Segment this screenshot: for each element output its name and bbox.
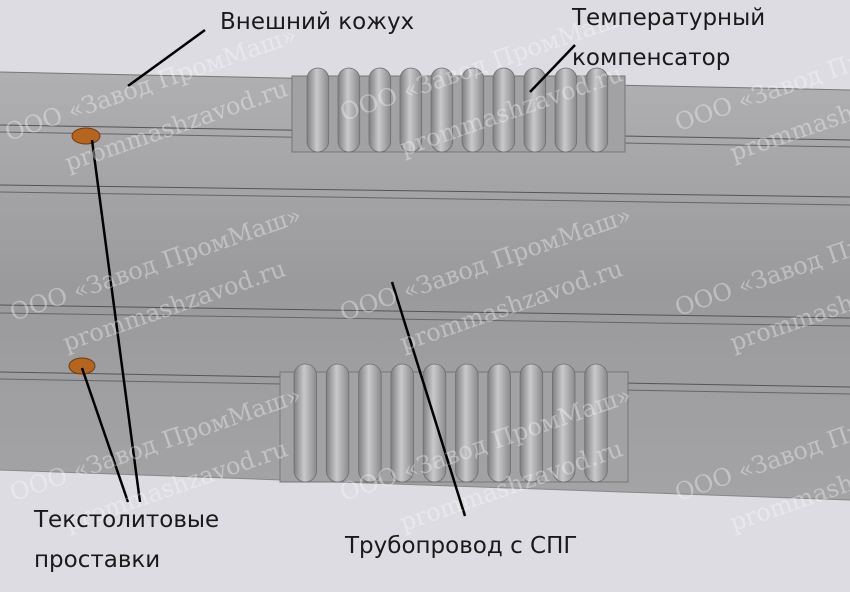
outer-casing xyxy=(0,72,850,500)
bellows-rib xyxy=(552,363,576,483)
bellows-rib xyxy=(523,67,547,153)
bellows-rib xyxy=(455,363,479,483)
label-spacers-line2: проставки xyxy=(34,547,161,573)
bellows-rib xyxy=(368,67,392,153)
casing-bottom-edge xyxy=(0,469,850,501)
leader-spacer-bottom xyxy=(80,367,130,503)
bellows-rib xyxy=(585,67,609,153)
bellows-rib xyxy=(337,67,361,153)
spacer-top xyxy=(71,127,101,145)
inner-pipe-line xyxy=(0,191,850,206)
compensator-bellows-bottom xyxy=(279,363,629,483)
bellows-rib xyxy=(293,363,318,483)
bellows-rib xyxy=(325,363,350,483)
bellows-rib xyxy=(554,67,578,153)
compensator-bellows-top xyxy=(291,67,626,153)
bellows-rib xyxy=(461,67,485,153)
bellows-rib xyxy=(492,67,516,153)
bellows-rib xyxy=(306,67,330,153)
bellows-rib xyxy=(390,363,414,483)
bellows-rib xyxy=(358,363,382,483)
spacer-bottom xyxy=(68,357,96,375)
label-compensator-line1: Температурный xyxy=(572,5,766,31)
leader-pipeline xyxy=(390,281,467,517)
leader-compensator xyxy=(529,44,576,93)
bellows-rib xyxy=(399,67,423,153)
bellows-rib xyxy=(430,67,454,153)
leader-outer-casing xyxy=(127,28,206,88)
inner-pipe-line xyxy=(0,312,850,327)
bellows-rib xyxy=(487,363,511,483)
bellows-rib xyxy=(519,363,544,483)
inner-pipe-line xyxy=(0,184,850,198)
bellows-rib xyxy=(584,363,608,483)
label-outer-casing: Внешний кожух xyxy=(220,9,415,35)
label-spacers-line1: Текстолитовые xyxy=(34,507,220,533)
bellows-rib xyxy=(422,363,447,483)
label-compensator-line2: компенсатор xyxy=(572,45,731,71)
leader-spacer-top xyxy=(90,139,142,503)
label-pipeline: Трубопровод с СПГ xyxy=(345,533,578,559)
inner-pipe-line xyxy=(0,304,850,319)
